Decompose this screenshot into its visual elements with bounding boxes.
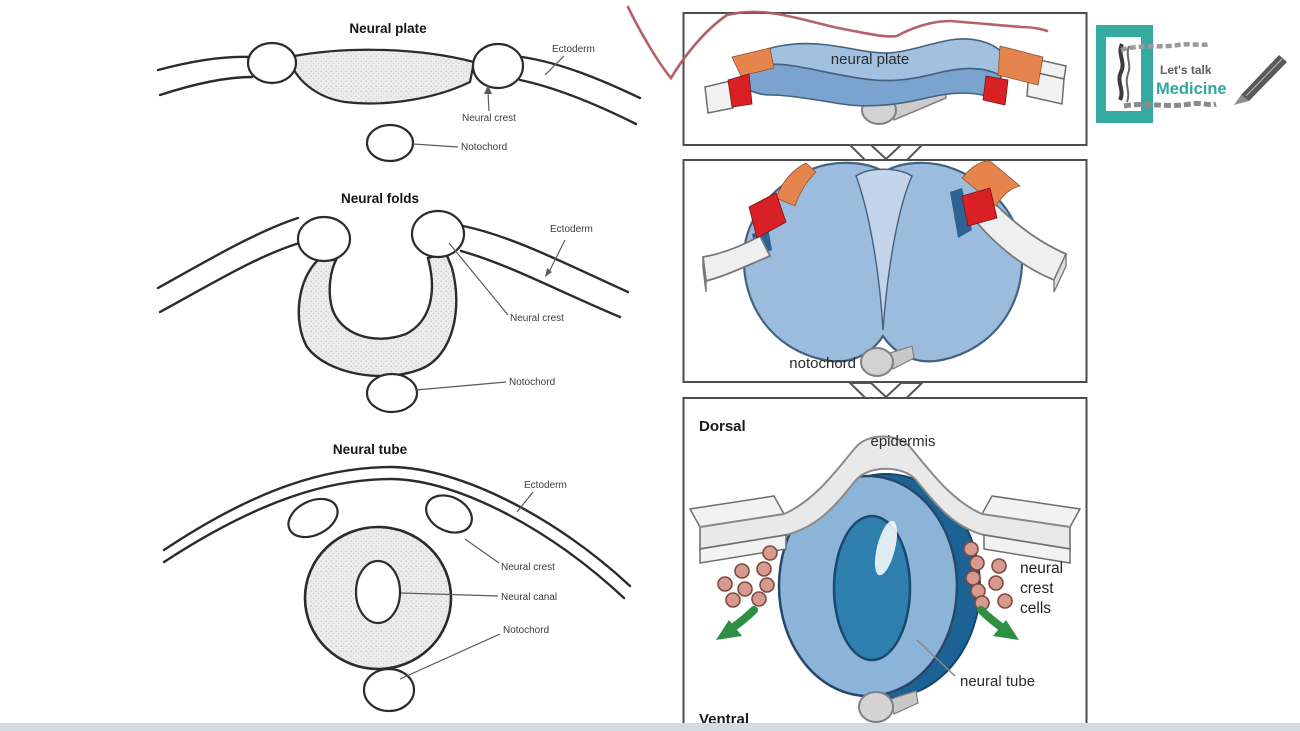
ectoderm-line (162, 465, 632, 588)
ectoderm-line (520, 55, 642, 100)
section-title: Neural tube (333, 442, 408, 457)
neural-tube-lumen (832, 514, 912, 662)
logo-glyph (1125, 45, 1131, 103)
ectoderm-line (158, 240, 305, 314)
footer-strip (0, 723, 1300, 731)
section-neural-folds: Neural folds Ectoderm Neural crest Notoc… (156, 191, 630, 414)
neural-crest-circle (410, 209, 466, 259)
logo-brand: Medicine (1156, 80, 1227, 98)
neural-crest-circle (471, 42, 525, 90)
label-notochord: Notochord (509, 377, 555, 388)
scribble-text-top (1120, 41, 1211, 53)
neural-plate-shape (291, 48, 476, 105)
label-neural-crest-cells: cells (1020, 600, 1051, 617)
logo-lets-talk-medicine: Let's talk Medicine (1096, 25, 1287, 123)
neural-crest-orange-band (961, 160, 1021, 207)
notochord-circle (365, 123, 415, 163)
logo-tagline: Let's talk (1160, 63, 1212, 77)
section-neural-tube: Neural tube Ectoderm Neural crest Neural… (162, 442, 632, 713)
neural-groove (855, 168, 913, 331)
label-neural-plate: neural plate (831, 51, 909, 68)
epidermis-end-cap (704, 80, 734, 114)
pointer-line (516, 491, 534, 513)
label-ectoderm: Ectoderm (552, 44, 595, 55)
pointer-line (487, 91, 490, 112)
label-neural-canal: Neural canal (501, 592, 557, 603)
label-neural-tube: neural tube (960, 673, 1035, 690)
notochord-circle (362, 667, 416, 713)
notochord-cylinder (858, 691, 894, 723)
pointer-line (448, 242, 509, 316)
ectoderm-line (158, 75, 254, 97)
label-notochord: notochord (789, 355, 856, 372)
epidermis-flap-edge (702, 256, 707, 293)
ectoderm-line (156, 216, 300, 290)
neural-crest-red-band (961, 187, 998, 227)
left-diagram: Neural plate Ectoderm Neural crest Notoc… (156, 21, 642, 713)
notochord-circle (365, 372, 419, 414)
neural-crest-red-band (748, 192, 787, 239)
neural-crest-orange-band (731, 47, 775, 77)
label-ectoderm: Ectoderm (524, 480, 567, 491)
migration-arrow-left (716, 606, 758, 640)
neural-crest-orange-band (775, 162, 817, 207)
logo-glyph (1117, 43, 1125, 101)
label-notochord: Notochord (503, 625, 549, 636)
panel-neural-plate: neural plate (682, 12, 1088, 146)
label-neural-crest: Neural crest (501, 562, 555, 573)
pointer-line (412, 143, 459, 148)
panel-neural-tube: Dorsal epidermis (682, 397, 1088, 731)
scribble-text-bottom (1123, 100, 1217, 109)
ectoderm-line (461, 224, 630, 294)
label-neural-crest: Neural crest (510, 313, 564, 324)
ectoderm-line (459, 249, 622, 319)
neural-fold-wall (297, 251, 458, 378)
ectoderm-line (156, 55, 252, 72)
neural-crest-circle (425, 494, 473, 534)
neural-canal-shape (354, 559, 402, 625)
epidermis-ledge-front (699, 534, 787, 564)
section-neural-plate: Neural plate Ectoderm Neural crest Notoc… (156, 21, 642, 163)
epidermis-flap-edge (1053, 253, 1067, 293)
pointer-line (399, 633, 501, 680)
migration-arrow-right (977, 606, 1019, 640)
pointer-line (547, 239, 566, 275)
section-title: Neural folds (341, 191, 419, 206)
neural-crest-orange-band (997, 45, 1044, 86)
right-diagram: neural plate notochord (682, 12, 1088, 731)
ectoderm-line (162, 477, 626, 600)
neural-crest-circle (296, 215, 352, 263)
pointer-line (464, 538, 500, 564)
neural-crest-red-band (982, 75, 1009, 106)
fold-shadow (950, 188, 972, 238)
label-ectoderm: Ectoderm (550, 224, 593, 235)
notochord-cylinder (860, 347, 894, 377)
label-neural-crest-cells: neural (1020, 560, 1063, 577)
epidermis-band (699, 435, 1071, 551)
neural-crest-circle (287, 497, 339, 539)
pointer-line (544, 55, 565, 76)
panel-neural-folds: notochord (682, 159, 1088, 383)
pointer-arrowhead (484, 85, 492, 94)
epidermis-ledge-front (983, 534, 1071, 564)
pencil-icon (1234, 55, 1287, 105)
neural-crest-circle (246, 41, 298, 85)
section-title: Neural plate (349, 21, 427, 36)
lumen-highlight (874, 520, 898, 576)
label-dorsal: Dorsal (699, 418, 746, 435)
ectoderm-line (518, 78, 638, 126)
label-neural-crest: Neural crest (462, 113, 516, 124)
label-neural-crest-cells: crest (1020, 580, 1054, 597)
label-notochord: Notochord (461, 142, 507, 153)
pointer-line (400, 592, 499, 597)
label-epidermis: epidermis (870, 433, 935, 450)
red-pen-annotation (626, 5, 1049, 81)
neural-crest-cells-left (717, 545, 778, 608)
pointer-line (415, 381, 507, 391)
neural-crest-red-band (727, 73, 753, 108)
pointer-arrowhead (545, 268, 552, 277)
pointer-line (916, 639, 956, 677)
